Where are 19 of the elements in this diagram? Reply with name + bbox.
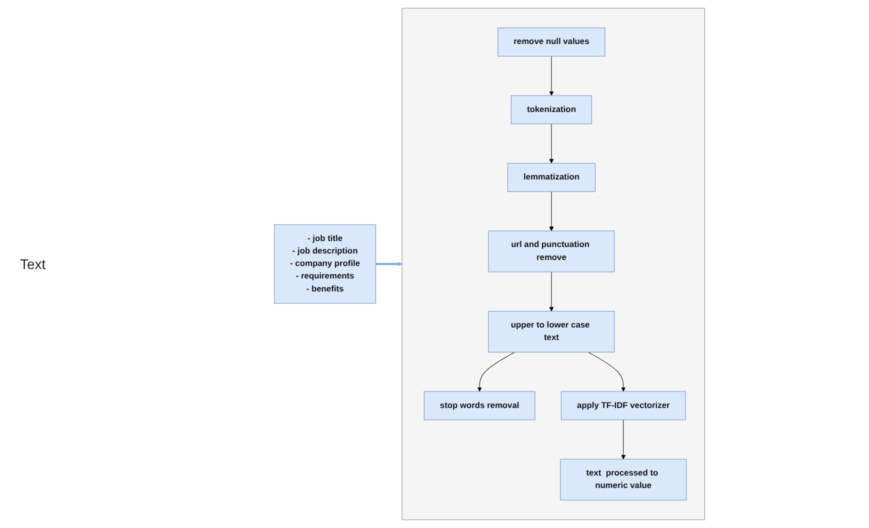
arrow — [549, 56, 554, 96]
arrow — [549, 191, 554, 232]
arrow — [621, 420, 626, 460]
node-box: url and punctuation remove — [488, 230, 615, 272]
arrow — [549, 124, 554, 164]
cluster — [402, 8, 705, 520]
arrow — [376, 262, 402, 266]
node-box: remove null values — [498, 28, 606, 56]
node-box: - job title - job description - company profile - requirements - benefits — [274, 224, 376, 304]
arrow — [477, 352, 516, 392]
node-box: upper to lower case text — [488, 310, 615, 352]
node-box: tokenization — [510, 95, 592, 124]
arrow — [588, 352, 626, 392]
node-box: lemmatization — [507, 163, 596, 192]
node-box: text processed to numeric value — [560, 458, 687, 500]
text-label: Text — [20, 256, 47, 272]
node-box: apply TF-IDF vectorizer — [560, 391, 686, 420]
node-box: stop words removal — [424, 391, 536, 420]
arrow — [549, 272, 554, 312]
